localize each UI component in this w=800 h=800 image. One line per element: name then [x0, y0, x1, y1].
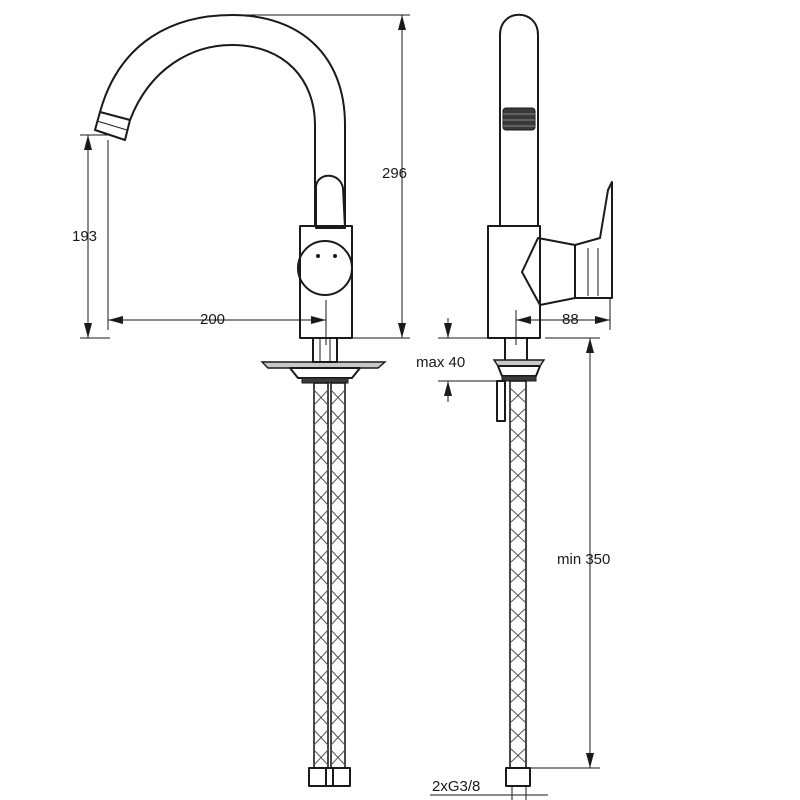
hose-right: [325, 382, 351, 787]
aerator: [502, 107, 536, 131]
dim-label-200: 200: [200, 311, 225, 328]
spout-column: [499, 13, 539, 227]
connection-callout: 2xG3/8: [430, 778, 548, 800]
base-plate: [260, 361, 387, 369]
side-hose: [505, 380, 531, 787]
dimension-min-350: min 350: [530, 337, 610, 769]
dim-label-88: 88: [562, 311, 579, 328]
mount-bracket: [289, 367, 361, 379]
spout-tip: [94, 111, 131, 141]
dim-label-193: 193: [72, 228, 97, 245]
faucet-front-view: 296 193 200: [72, 14, 410, 787]
lever-knob: [297, 240, 353, 296]
dimension-296: 296: [232, 14, 410, 339]
dimension-193: 193: [72, 134, 110, 339]
side-lever: [521, 237, 576, 306]
lever-upper: [315, 174, 346, 229]
side-body: [487, 225, 541, 339]
dim-label-connection: 2xG3/8: [432, 778, 480, 795]
hose-left: [308, 382, 334, 787]
dimension-max-40: max 40: [416, 318, 540, 402]
dim-label-max-40: max 40: [416, 354, 465, 371]
dim-label-min-350: min 350: [557, 551, 610, 568]
dimension-88: 88: [515, 298, 611, 345]
faucet-side-view: 88 max 40 min 350 2xG3/8: [416, 13, 613, 800]
mounting-rod: [496, 380, 506, 422]
spout-outer: [99, 14, 346, 227]
dimension-200: 200: [107, 140, 327, 345]
spout-inner: [129, 44, 316, 227]
dim-label-296: 296: [382, 165, 407, 182]
